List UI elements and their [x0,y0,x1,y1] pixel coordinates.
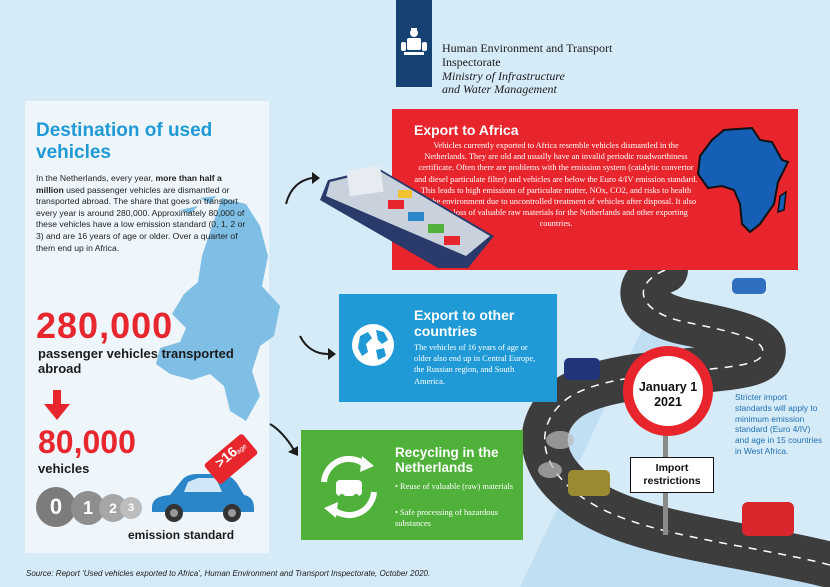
car-blue-top [732,278,766,294]
export-other-text: The vehicles of 16 years of age or older… [414,343,536,386]
car-dark-blue [564,358,600,380]
prohibition-sign [623,346,713,436]
org-name-line1: Human Environment and Transport [442,41,613,55]
recycling-item-2: • Safe processing of hazardous substance… [395,508,498,529]
crest-icon [401,28,427,55]
cargo-ship-illustration [320,165,494,268]
africa-map-icon [696,126,790,234]
sign-date-line1: January 1 [638,380,698,394]
stat-low-emission-label: vehicles [38,461,90,476]
car-red [742,502,794,536]
blue-car-illustration [152,474,254,522]
arrow-up-right-icon [285,172,320,205]
ministry-name-line1: Ministry of Infrastructure [442,69,565,83]
ministry-name-line2: and Water Management [442,82,557,96]
car-olive [568,470,610,496]
import-restrictions-label: Import restrictions [643,462,701,487]
import-restrictions-sign [630,457,714,493]
recycling-item-1: • Reuse of valuable (raw) materials [395,482,514,491]
emission-circle-1: 1 [71,491,105,525]
intro-highlight: more than half a million [36,173,222,195]
emission-standard-label: emission standard [128,528,235,542]
arrow-down-right-icon [269,423,298,456]
stat-transported-label: passenger vehicles transported abroad [38,346,234,376]
sign-date-line2: 2021 [654,395,682,409]
emission-circle-3: 3 [120,497,142,519]
arrow-right-icon [299,335,336,360]
source-citation: Source: Report ‘Used vehicles exported t… [26,569,431,578]
arrow-down-icon [44,390,70,420]
recycling-title: Recycling in the Netherlands [395,445,499,475]
stat-low-emission-value: 80,000 [38,424,136,460]
stricter-standards-note: Stricter import standards will apply to … [735,392,823,456]
org-name-line2: Inspectorate [442,55,501,69]
government-logo [396,0,432,87]
intro-paragraph: In the Netherlands, every year, more tha… [36,173,246,253]
export-africa-text: Vehicles currently exported to Africa re… [414,141,698,229]
globe-icon [352,324,394,366]
winding-road-illustration [520,270,830,587]
netherlands-map [156,196,280,421]
recycle-car-icon [321,455,377,519]
destination-title: Destination of used vehicles [36,120,213,163]
export-africa-title: Export to Africa [414,122,519,138]
emission-circle-0: 0 [36,487,76,527]
stat-transported-value: 280,000 [36,305,174,346]
export-other-title: Export to other countries [414,307,515,339]
